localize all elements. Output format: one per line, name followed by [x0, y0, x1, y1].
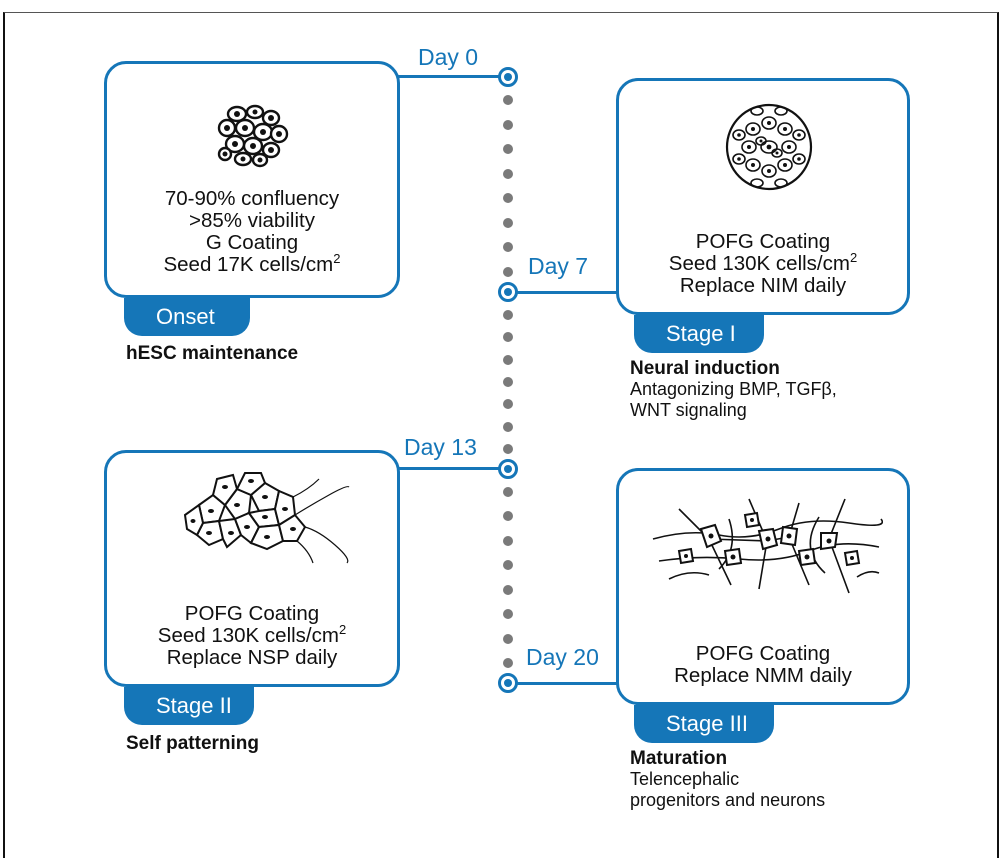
day-0-node	[498, 67, 518, 87]
stage-1-line-1: POFG Coating	[695, 230, 831, 253]
timeline-dot	[503, 444, 513, 454]
onset-line-2: >85% viability	[189, 209, 315, 232]
stage-3-subtitle-2: progenitors and neurons	[630, 790, 826, 810]
day-0-connector	[398, 75, 508, 78]
onset-card-text: 70-90% confluency >85% viability G Coati…	[107, 188, 397, 276]
stage-2-description: Self patterning	[126, 733, 259, 754]
day-13-label: Day 13	[404, 434, 477, 460]
stage-1-card-text: POFG Coating Seed 130K cells/cm2 Replace…	[619, 231, 907, 297]
timeline-dot	[503, 193, 513, 204]
timeline-dot	[503, 658, 513, 668]
timeline-dot	[503, 217, 513, 228]
stage-1-subtitle-1: Antagonizing BMP, TGFβ,	[630, 379, 837, 399]
day-7-label: Day 7	[528, 253, 589, 279]
day-7-node	[498, 282, 518, 302]
timeline-dot	[503, 377, 513, 387]
figure-frame	[3, 12, 999, 858]
timeline-dot	[503, 399, 513, 410]
stage-2-line-1: POFG Coating	[184, 602, 320, 625]
neuron-network-icon	[652, 498, 883, 594]
stage-1-description: Neural induction Antagonizing BMP, TGFβ,…	[630, 358, 837, 421]
day-20-node	[498, 673, 518, 693]
timeline-dot	[503, 487, 513, 497]
stage-3-tab: Stage III	[634, 705, 774, 743]
timeline-dot	[503, 354, 513, 365]
stage-1-tab: Stage I	[634, 315, 764, 353]
stage-1-subtitle-2: WNT signaling	[630, 400, 747, 420]
stage-3-line-1: POFG Coating	[695, 642, 831, 665]
stage-2-line-3: Replace NSP daily	[166, 646, 338, 669]
timeline-dot	[503, 95, 513, 105]
day-20-label: Day 20	[526, 644, 599, 670]
timeline-dot	[503, 560, 513, 571]
stage-1-superscript: 2	[849, 250, 858, 266]
timeline-dot	[503, 332, 513, 343]
neural-rosette-icon	[725, 103, 813, 191]
stage-2-card: POFG Coating Seed 130K cells/cm2 Replace…	[104, 450, 400, 687]
stage-1-line-2: Seed 130K cells/cm2	[668, 250, 858, 275]
stage-1-card: POFG Coating Seed 130K cells/cm2 Replace…	[616, 78, 910, 315]
stage-3-card: POFG Coating Replace NMM daily	[616, 468, 910, 705]
day-0-label: Day 0	[418, 44, 479, 70]
timeline-dot	[503, 421, 513, 432]
stage-2-superscript: 2	[338, 622, 347, 638]
stage-2-tab: Stage II	[124, 687, 254, 725]
day-7-connector	[508, 291, 618, 294]
timeline-dot	[503, 633, 513, 644]
day-13-connector	[398, 467, 508, 470]
timeline-dot	[503, 144, 513, 155]
timeline-dot	[503, 609, 513, 620]
stage-1-line-3: Replace NIM daily	[679, 274, 847, 297]
onset-superscript: 2	[333, 251, 341, 267]
onset-description: hESC maintenance	[126, 343, 298, 364]
stage-3-description: Maturation Telencephalic progenitors and…	[630, 748, 825, 811]
stage-3-line-2: Replace NMM daily	[674, 664, 852, 687]
onset-card: 70-90% confluency >85% viability G Coati…	[104, 61, 400, 298]
timeline-dot	[503, 119, 513, 130]
stage-2-line-2: Seed 130K cells/cm2	[157, 622, 347, 647]
stage-1-title: Neural induction	[630, 358, 780, 379]
timeline-dot	[503, 310, 513, 320]
timeline-dot	[503, 168, 513, 179]
timeline-dot	[503, 267, 513, 277]
stage-2-title: Self patterning	[126, 733, 260, 754]
stage-2-card-text: POFG Coating Seed 130K cells/cm2 Replace…	[107, 603, 397, 669]
timeline-dot	[503, 535, 513, 546]
onset-line-3: G Coating	[205, 231, 299, 254]
timeline-dot	[503, 584, 513, 595]
onset-title: hESC maintenance	[126, 343, 299, 364]
neural-progenitor-icon	[183, 472, 350, 564]
day-13-node	[498, 459, 518, 479]
timeline-dot	[503, 511, 513, 522]
onset-line-1: 70-90% confluency	[164, 187, 340, 210]
onset-line-4: Seed 17K cells/cm2	[163, 251, 341, 276]
onset-tab: Onset	[124, 298, 250, 336]
stage-3-subtitle-1: Telencephalic	[630, 769, 740, 789]
day-20-connector	[508, 682, 618, 685]
cell-cluster-icon	[217, 104, 289, 168]
stage-3-card-text: POFG Coating Replace NMM daily	[619, 643, 907, 687]
stage-3-title: Maturation	[630, 748, 728, 769]
timeline-dot	[503, 242, 513, 253]
